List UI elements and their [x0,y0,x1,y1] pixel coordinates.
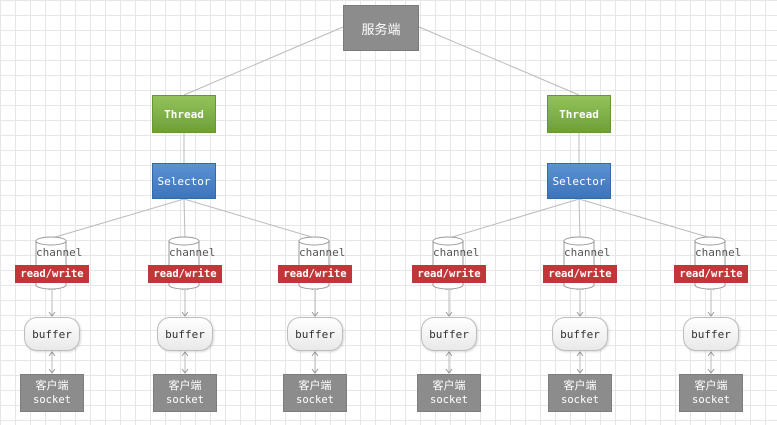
client-socket-node: 客户端 socket [283,374,347,412]
channel-label: channel [564,246,611,259]
arrowhead-icon [707,368,715,374]
buffer-node: buffer [287,317,343,351]
arrowhead-icon [445,368,453,374]
channel-group: channel read/write buffer 客户端 socket [12,236,92,414]
arrowhead-icon [445,351,453,357]
read-write-label: read/write [412,265,486,283]
channel-label: channel [299,246,346,259]
arrowhead-icon [311,311,319,317]
socket-label: socket [692,394,730,406]
client-socket-node: 客户端 socket [548,374,612,412]
channel-group: channel read/write buffer 客户端 socket [540,236,620,414]
channel-group: channel read/write buffer 客户端 socket [671,236,751,414]
selector-label: Selector [157,174,211,188]
selector-channel-connector [578,198,581,239]
selector-channel-connector [448,198,580,239]
channel-group: channel read/write buffer 客户端 socket [409,236,489,414]
thread-node: Thread [547,95,611,133]
buffer-node: buffer [683,317,739,351]
selector-channel-connector [578,198,712,239]
client-label: 客户端 [694,379,728,392]
server-thread-connector [418,26,580,96]
channel-label: channel [36,246,83,259]
read-write-label: read/write [15,265,89,283]
arrowhead-icon [48,311,56,317]
socket-label: socket [296,394,334,406]
client-label: 客户端 [563,379,597,392]
selector-channel-connector [51,198,185,239]
server-label: 服务端 [361,22,401,38]
read-write-label: read/write [278,265,352,283]
selector-node: Selector [152,163,216,199]
arrowhead-icon [576,351,584,357]
arrowhead-icon [181,351,189,357]
read-write-label: read/write [674,265,748,283]
buffer-node: buffer [24,317,80,351]
channel-group: channel read/write buffer 客户端 socket [275,236,355,414]
client-socket-node: 客户端 socket [20,374,84,412]
socket-label: socket [33,394,71,406]
socket-label: socket [561,394,599,406]
arrowhead-icon [707,311,715,317]
selector-channel-connector [183,198,186,239]
buffer-node: buffer [157,317,213,351]
client-socket-node: 客户端 socket [153,374,217,412]
client-socket-node: 客户端 socket [679,374,743,412]
thread-label: Thread [164,107,204,121]
arrowhead-icon [311,368,319,374]
read-write-label: read/write [543,265,617,283]
arrowhead-icon [576,311,584,317]
arrowhead-icon [181,368,189,374]
client-label: 客户端 [298,379,332,392]
arrowhead-icon [311,351,319,357]
arrowhead-icon [445,311,453,317]
read-write-label: read/write [148,265,222,283]
socket-label: socket [430,394,468,406]
server-thread-connector [183,26,344,96]
arrowhead-icon [48,351,56,357]
selector-channel-connector [183,198,316,239]
channel-label: channel [695,246,742,259]
client-label: 客户端 [168,379,202,392]
channel-label: channel [433,246,480,259]
arrowhead-icon [707,351,715,357]
client-label: 客户端 [35,379,69,392]
selector-label: Selector [552,174,606,188]
thread-node: Thread [152,95,216,133]
server-node: 服务端 [343,5,419,51]
arrowhead-icon [576,368,584,374]
client-label: 客户端 [432,379,466,392]
channel-label: channel [169,246,216,259]
thread-label: Thread [559,107,599,121]
channel-group: channel read/write buffer 客户端 socket [145,236,225,414]
client-socket-node: 客户端 socket [417,374,481,412]
socket-label: socket [166,394,204,406]
arrowhead-icon [48,368,56,374]
arrowhead-icon [181,311,189,317]
selector-node: Selector [547,163,611,199]
buffer-node: buffer [421,317,477,351]
buffer-node: buffer [552,317,608,351]
